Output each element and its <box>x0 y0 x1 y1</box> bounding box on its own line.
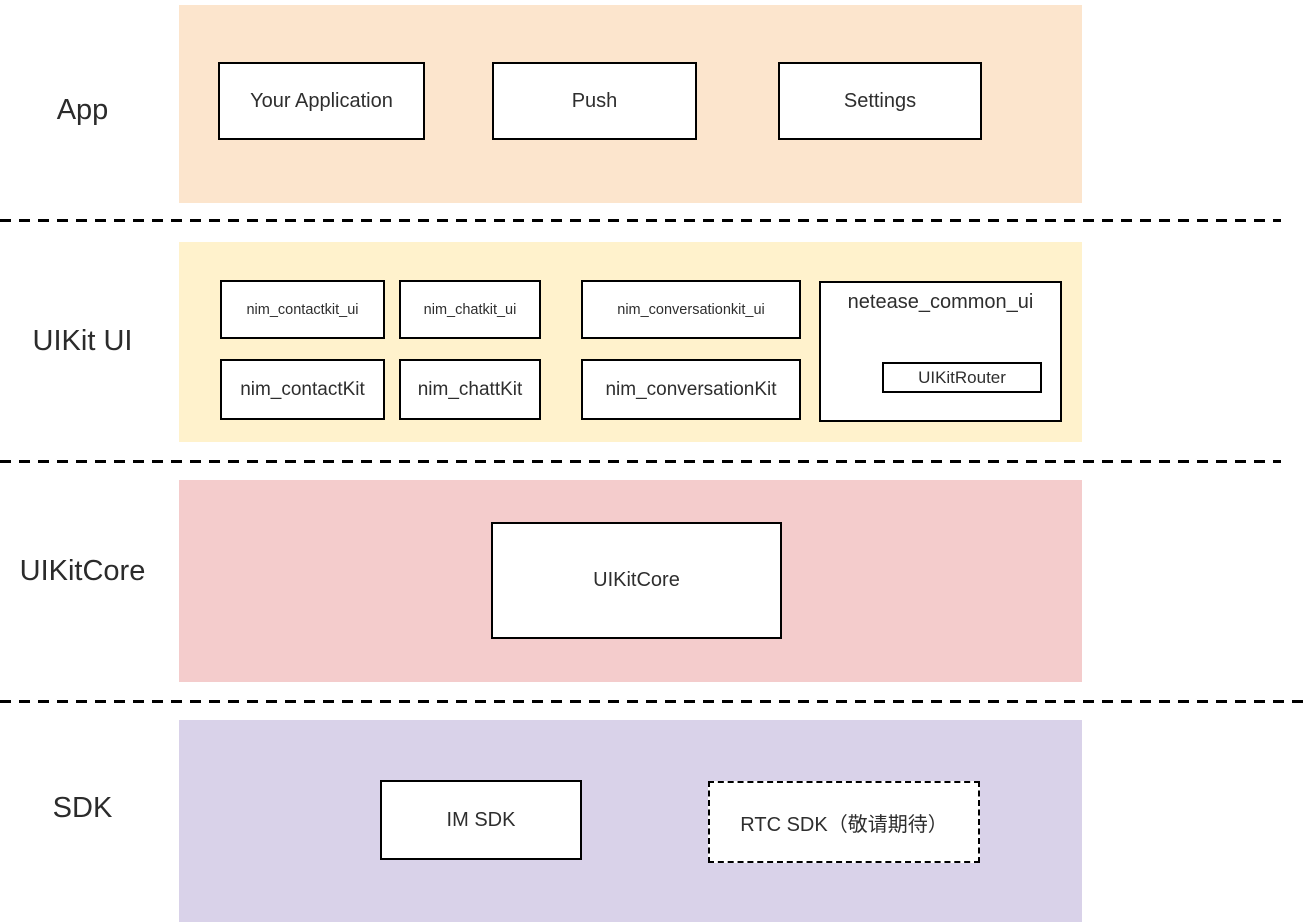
box-settings: Settings <box>778 62 982 140</box>
netease-common-ui-label: netease_common_ui <box>847 291 1034 313</box>
box-uikitcore: UIKitCore <box>491 522 782 639</box>
box-nim-contactkit: nim_contactKit <box>220 359 385 420</box>
box-nim-chatkit-ui: nim_chatkit_ui <box>399 280 541 339</box>
box-push: Push <box>492 62 697 140</box>
box-rtc-sdk-coming-soon: RTC SDK（敬请期待） <box>708 781 980 863</box>
layer-label-app: App <box>56 94 109 126</box>
layer-label-sdk: SDK <box>52 792 113 824</box>
layer-label-uikitcore: UIKitCore <box>19 555 146 587</box>
layer-label-uikit-ui: UIKit UI <box>32 325 133 357</box>
box-your-application: Your Application <box>218 62 425 140</box>
box-im-sdk: IM SDK <box>380 780 582 860</box>
box-nim-chattkit: nim_chattKit <box>399 359 541 420</box>
box-nim-conversationkit-ui: nim_conversationkit_ui <box>581 280 801 339</box>
layer-separator-dashed-line <box>0 700 1304 703</box>
box-nim-contactkit-ui: nim_contactkit_ui <box>220 280 385 339</box>
layer-separator-dashed-line <box>0 460 1281 463</box>
box-netease-common-ui: netease_common_ui UIKitRouter <box>819 281 1062 422</box>
layer-separator-dashed-line <box>0 219 1281 222</box>
box-nim-conversationkit: nim_conversationKit <box>581 359 801 420</box>
box-uikitrouter: UIKitRouter <box>882 362 1042 393</box>
